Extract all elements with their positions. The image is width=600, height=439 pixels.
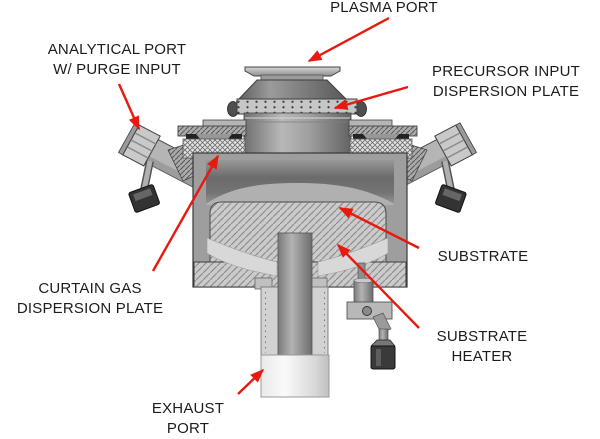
exhaust-port-label-line2: PORT (166, 419, 210, 437)
plasma-port-flange (244, 66, 341, 82)
exhaust-port-tube (260, 354, 330, 398)
chamber-neck-cylinder (243, 112, 352, 161)
plasma-port-arrow (307, 16, 390, 63)
valve-knob-icon (128, 184, 160, 213)
analytical-port-label-line1: ANALYTICAL PORT (47, 41, 187, 58)
substrate-heater-feedthrough (346, 262, 396, 370)
heater-funnel-right (317, 237, 389, 277)
substrate-heater-label-line1: SUBSTRATE (436, 328, 528, 345)
analytical-port-arrow (117, 83, 141, 131)
plasma-inlet-cone (235, 79, 350, 102)
heater-valve-knob-icon (370, 339, 396, 370)
curtain-gas-label-line1: CURTAIN GAS (38, 280, 142, 297)
analytical-port-label: ANALYTICAL PORT W/ PURGE INPUT (48, 40, 187, 79)
exhaust-assembly (254, 232, 330, 398)
exhaust-port-label-line1: EXHAUST (151, 400, 225, 417)
substrate-label-line1: SUBSTRATE (437, 248, 529, 265)
curtain-gas-arrow (151, 154, 220, 272)
precursor-input-label: PRECURSOR INPUT DISPERSION PLATE (432, 62, 580, 101)
substrate-arrow (338, 206, 420, 250)
substrate-heater-label: SUBSTRATE HEATER (437, 327, 528, 366)
plasma-port-label: PLASMA PORT (330, 0, 438, 18)
exhaust-stem (277, 232, 313, 358)
exhaust-port-label: EXHAUST PORT (152, 399, 224, 438)
callout-arrows (117, 16, 420, 395)
curtain-gas-label: CURTAIN GAS DISPERSION PLATE (17, 279, 163, 318)
precursor-input-label-line2: DISPERSION PLATE (432, 82, 580, 100)
chamber-dome-cavity (206, 160, 394, 204)
substrate-heater-label-line2: HEATER (451, 347, 513, 365)
precursor-input-label-line1: PRECURSOR INPUT (431, 63, 581, 80)
precursor-input-arrow (333, 85, 409, 110)
exhaust-port-arrow (237, 368, 265, 395)
curtain-gas-label-line2: DISPERSION PLATE (16, 299, 164, 317)
plasma-port-label-line1: PLASMA PORT (330, 0, 438, 16)
heater-funnel-left (206, 237, 278, 277)
substrate-heater-arrow (336, 243, 420, 329)
analytical-port-label-line2: W/ PURGE INPUT (53, 60, 181, 78)
substrate-label: SUBSTRATE (438, 247, 529, 267)
